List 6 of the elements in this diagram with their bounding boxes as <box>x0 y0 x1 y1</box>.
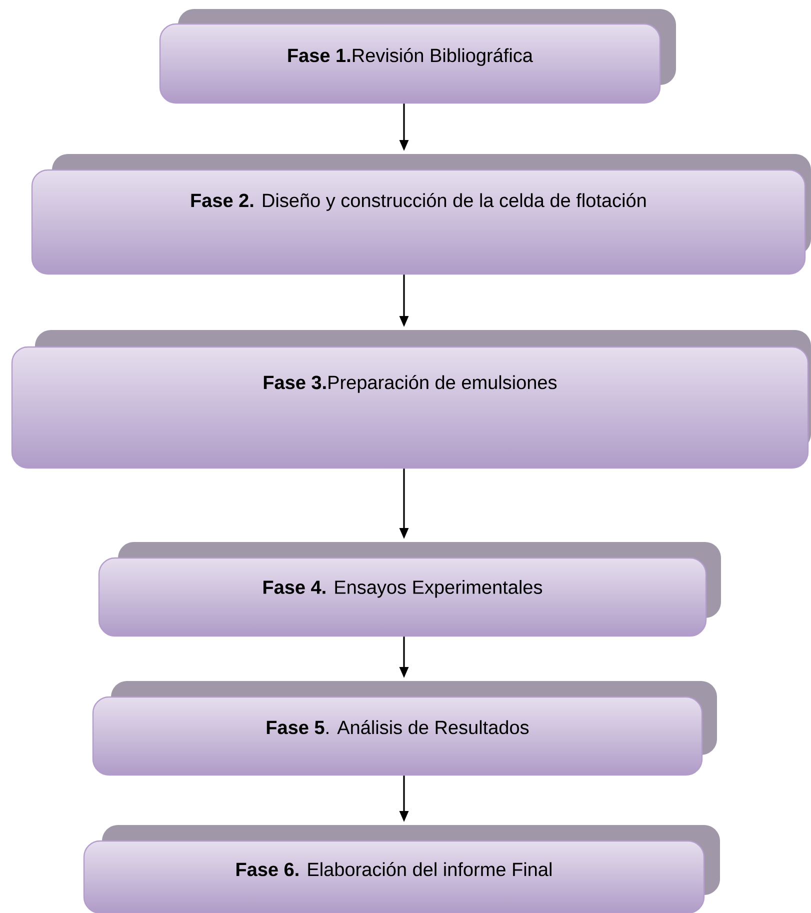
process-box: Fase 4. Ensayos Experimentales <box>98 542 721 637</box>
process-box: Fase 1.Revisión Bibliográfica <box>159 9 676 104</box>
process-box: Fase 2. Diseño y construcción de la celda de flotación <box>31 154 811 275</box>
process-box: Fase 3.Preparación de emulsiones <box>11 330 811 469</box>
process-box: Fase 6. Elaboración del informe Final <box>83 825 720 913</box>
process-box: Fase 5. Análisis de Resultados <box>92 681 717 776</box>
